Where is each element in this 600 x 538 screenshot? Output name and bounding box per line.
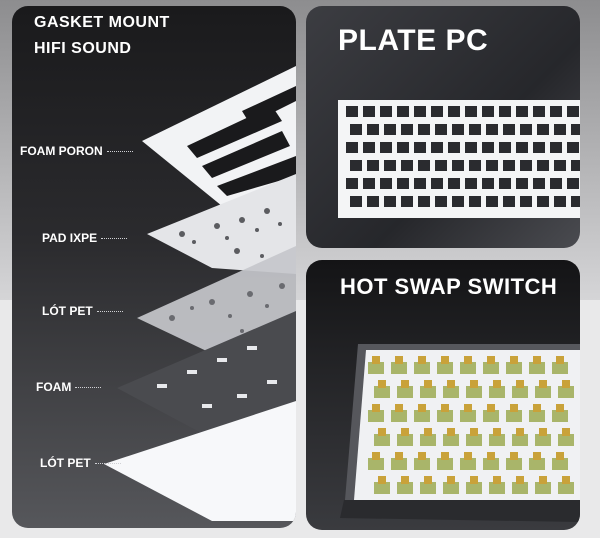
layer-stack-illustration: [104, 66, 296, 521]
switch-icon: [397, 428, 413, 446]
switch-icon: [489, 428, 505, 446]
foam-label: FOAM: [20, 380, 102, 394]
switch-icon: [529, 356, 545, 374]
switch-icon: [437, 404, 453, 422]
pad-ixpe-layer: [147, 174, 296, 274]
switch-icon: [414, 404, 430, 422]
switch-icon: [374, 428, 390, 446]
switch-icon: [466, 380, 482, 398]
switch-icon: [443, 476, 459, 494]
switch-icon: [489, 380, 505, 398]
plate-illustration: [338, 100, 580, 218]
switch-icon: [443, 380, 459, 398]
switch-icon: [512, 428, 528, 446]
switch-icon: [466, 428, 482, 446]
gasket-mount-title: GASKET MOUNT: [34, 14, 170, 31]
switch-icon: [558, 476, 574, 494]
keyboard-illustration: [340, 344, 580, 522]
switch-icon: [391, 452, 407, 470]
foam-layer: [117, 311, 296, 436]
switch-icon: [420, 428, 436, 446]
switch-icon: [420, 380, 436, 398]
switch-icon: [460, 404, 476, 422]
switch-icon: [437, 356, 453, 374]
switch-icon: [414, 452, 430, 470]
switch-icon: [512, 380, 528, 398]
switch-icon: [506, 404, 522, 422]
hot-swap-title: HOT SWAP SWITCH: [340, 274, 558, 299]
lot-pet-label-top: LÓT PET: [20, 304, 123, 318]
switch-icon: [489, 476, 505, 494]
switch-icon: [535, 476, 551, 494]
foam-poron-label: FOAM PORON: [20, 144, 133, 158]
switch-icon: [437, 452, 453, 470]
switch-icon: [558, 380, 574, 398]
switch-icon: [397, 380, 413, 398]
plate-pc-panel: PLATE PC: [306, 6, 580, 248]
switch-icon: [529, 404, 545, 422]
switch-icon: [460, 356, 476, 374]
switch-icon: [391, 404, 407, 422]
foam-poron-layer: [142, 66, 296, 216]
hot-swap-panel: HOT SWAP SWITCH: [306, 260, 580, 530]
lot-pet-label-bottom: LÓT PET: [20, 456, 121, 470]
switch-icon: [552, 404, 568, 422]
switch-icon: [397, 476, 413, 494]
switch-icon: [558, 428, 574, 446]
switch-icon: [466, 476, 482, 494]
switch-icon: [506, 356, 522, 374]
switch-icon: [512, 476, 528, 494]
switch-icon: [368, 452, 384, 470]
switch-icon: [483, 452, 499, 470]
gasket-mount-panel: GASKET MOUNT HIFI SOUND: [12, 6, 296, 528]
switch-icon: [535, 380, 551, 398]
pad-ixpe-label: PAD IXPE: [20, 231, 128, 245]
switch-icon: [443, 428, 459, 446]
switch-icon: [529, 452, 545, 470]
switch-icon: [368, 404, 384, 422]
switch-icon: [368, 356, 384, 374]
switch-icon: [374, 476, 390, 494]
switch-icon: [506, 452, 522, 470]
switch-icon: [483, 356, 499, 374]
plate-pc-title: PLATE PC: [338, 24, 489, 57]
lot-pet-layer-bottom: [104, 401, 296, 521]
switch-icon: [420, 476, 436, 494]
switch-icon: [460, 452, 476, 470]
switch-icon: [374, 380, 390, 398]
switch-icon: [391, 356, 407, 374]
hifi-sound-subtitle: HIFI SOUND: [34, 40, 132, 57]
switch-icon: [535, 428, 551, 446]
switch-icon: [552, 452, 568, 470]
switch-icon: [483, 404, 499, 422]
switch-icon: [552, 356, 568, 374]
switch-icon: [414, 356, 430, 374]
